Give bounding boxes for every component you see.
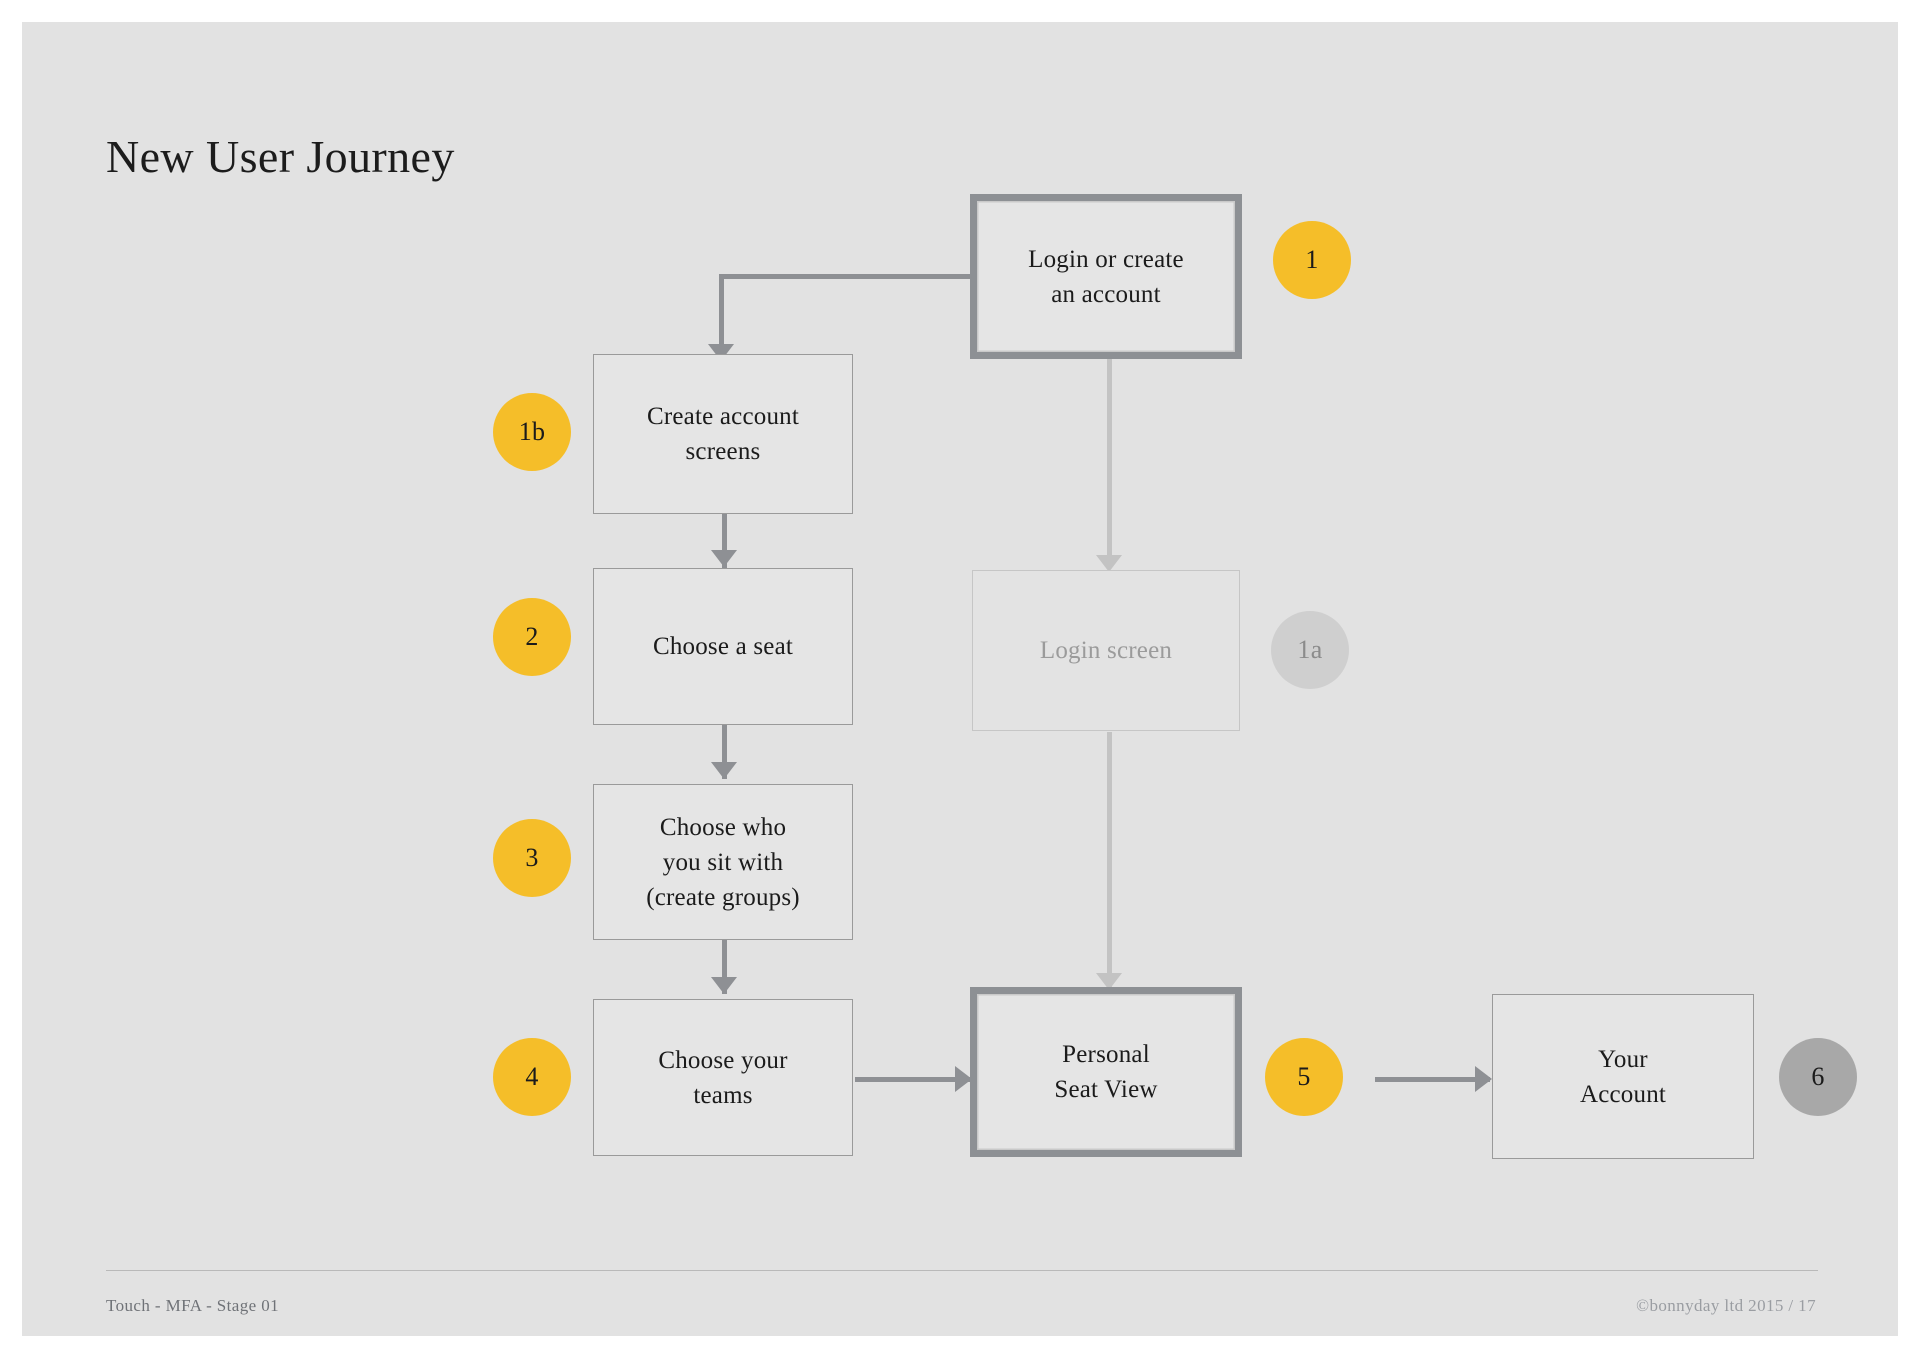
badge-4[interactable]: 4	[493, 1038, 571, 1116]
node-personal-seat-view[interactable]: Personal Seat View	[970, 987, 1242, 1157]
node-login-screen-label: Login screen	[1039, 637, 1173, 664]
node-login-screen[interactable]: Login screen	[972, 570, 1240, 731]
badge-1b-label: 1b	[518, 417, 546, 446]
badge-5-label: 5	[1297, 1062, 1311, 1091]
connector-teams-to-psv-arrowhead	[955, 1066, 972, 1092]
node-personal-seat-view-line1: Personal	[1062, 1041, 1150, 1068]
node-login-or-create-line1: Login or create	[1028, 245, 1184, 273]
badge-5[interactable]: 5	[1265, 1038, 1343, 1116]
badge-6[interactable]: 6	[1779, 1038, 1857, 1116]
slide-canvas: New User Journey Login or create an acco…	[22, 22, 1898, 1336]
node-choose-who-you-sit-with[interactable]: Choose who you sit with (create groups)	[593, 784, 853, 940]
connector-login-to-create-horizontal	[719, 274, 971, 279]
node-your-account-label: Your Account	[1570, 1042, 1676, 1112]
connector-seat-to-group-line	[722, 724, 727, 779]
node-choose-who-line2: you sit with	[662, 848, 784, 876]
badge-1b[interactable]: 1b	[493, 393, 571, 471]
connector-group-to-teams-line	[722, 939, 727, 994]
badge-3-label: 3	[525, 843, 539, 872]
node-login-or-create-line2: an account	[1051, 280, 1161, 308]
node-create-account-screens-line1: Create account	[646, 403, 800, 430]
node-login-or-create[interactable]: Login or create an account	[970, 194, 1242, 359]
connector-login-to-loginscreen-line	[1107, 356, 1112, 562]
node-choose-your-teams-label: Choose your teams	[648, 1043, 797, 1113]
connector-login-to-create-vertical	[719, 274, 724, 349]
badge-4-label: 4	[525, 1062, 539, 1091]
node-create-account-screens-label: Create account screens	[637, 399, 809, 469]
connector-psv-to-account-arrowhead	[1475, 1066, 1492, 1092]
footer-left-text: Touch - MFA - Stage 01	[106, 1296, 280, 1315]
connector-create-to-seat-line	[722, 513, 727, 568]
node-your-account[interactable]: Your Account	[1492, 994, 1754, 1159]
footer-divider	[106, 1270, 1818, 1272]
badge-1a[interactable]: 1a	[1271, 611, 1349, 689]
page-title: New User Journey	[106, 131, 455, 182]
node-create-account-screens-line2: screens	[685, 438, 761, 465]
node-choose-a-seat[interactable]: Choose a seat	[593, 568, 853, 725]
badge-1[interactable]: 1	[1273, 221, 1351, 299]
node-login-or-create-label: Login or create an account	[1018, 242, 1194, 312]
connector-loginscreen-to-psv-line	[1107, 732, 1112, 987]
connector-seat-to-group-arrowhead	[711, 762, 737, 779]
badge-1a-label: 1a	[1297, 635, 1323, 664]
connector-teams-to-psv-line	[855, 1077, 970, 1082]
node-choose-your-teams-line2: teams	[693, 1081, 753, 1109]
badge-1-label: 1	[1305, 245, 1319, 274]
node-personal-seat-view-line2: Seat View	[1054, 1076, 1158, 1103]
node-create-account-screens[interactable]: Create account screens	[593, 354, 853, 514]
badge-2[interactable]: 2	[493, 598, 571, 676]
badge-3[interactable]: 3	[493, 819, 571, 897]
node-choose-who-line3: (create groups)	[646, 883, 800, 911]
badge-6-label: 6	[1811, 1062, 1825, 1091]
node-choose-your-teams[interactable]: Choose your teams	[593, 999, 853, 1156]
badge-2-label: 2	[525, 622, 539, 651]
connector-group-to-teams-arrowhead	[711, 977, 737, 994]
node-choose-who-line1: Choose who	[659, 813, 787, 841]
connector-loginscreen-to-psv-arrowhead	[1096, 973, 1122, 990]
node-personal-seat-view-label: Personal Seat View	[1044, 1037, 1167, 1107]
connector-psv-to-account-line	[1375, 1077, 1490, 1082]
connector-create-to-seat-arrowhead	[711, 550, 737, 567]
node-choose-your-teams-line1: Choose your	[658, 1046, 788, 1074]
node-your-account-line1: Your	[1598, 1045, 1648, 1073]
node-choose-a-seat-label: Choose a seat	[652, 633, 794, 660]
node-choose-who-you-sit-with-label: Choose who you sit with (create groups)	[636, 810, 810, 915]
node-your-account-line2: Account	[1579, 1080, 1667, 1108]
footer-right-text: ©bonnyday ltd 2015 / 17	[1636, 1296, 1816, 1315]
connector-login-to-loginscreen-arrowhead	[1096, 555, 1122, 572]
